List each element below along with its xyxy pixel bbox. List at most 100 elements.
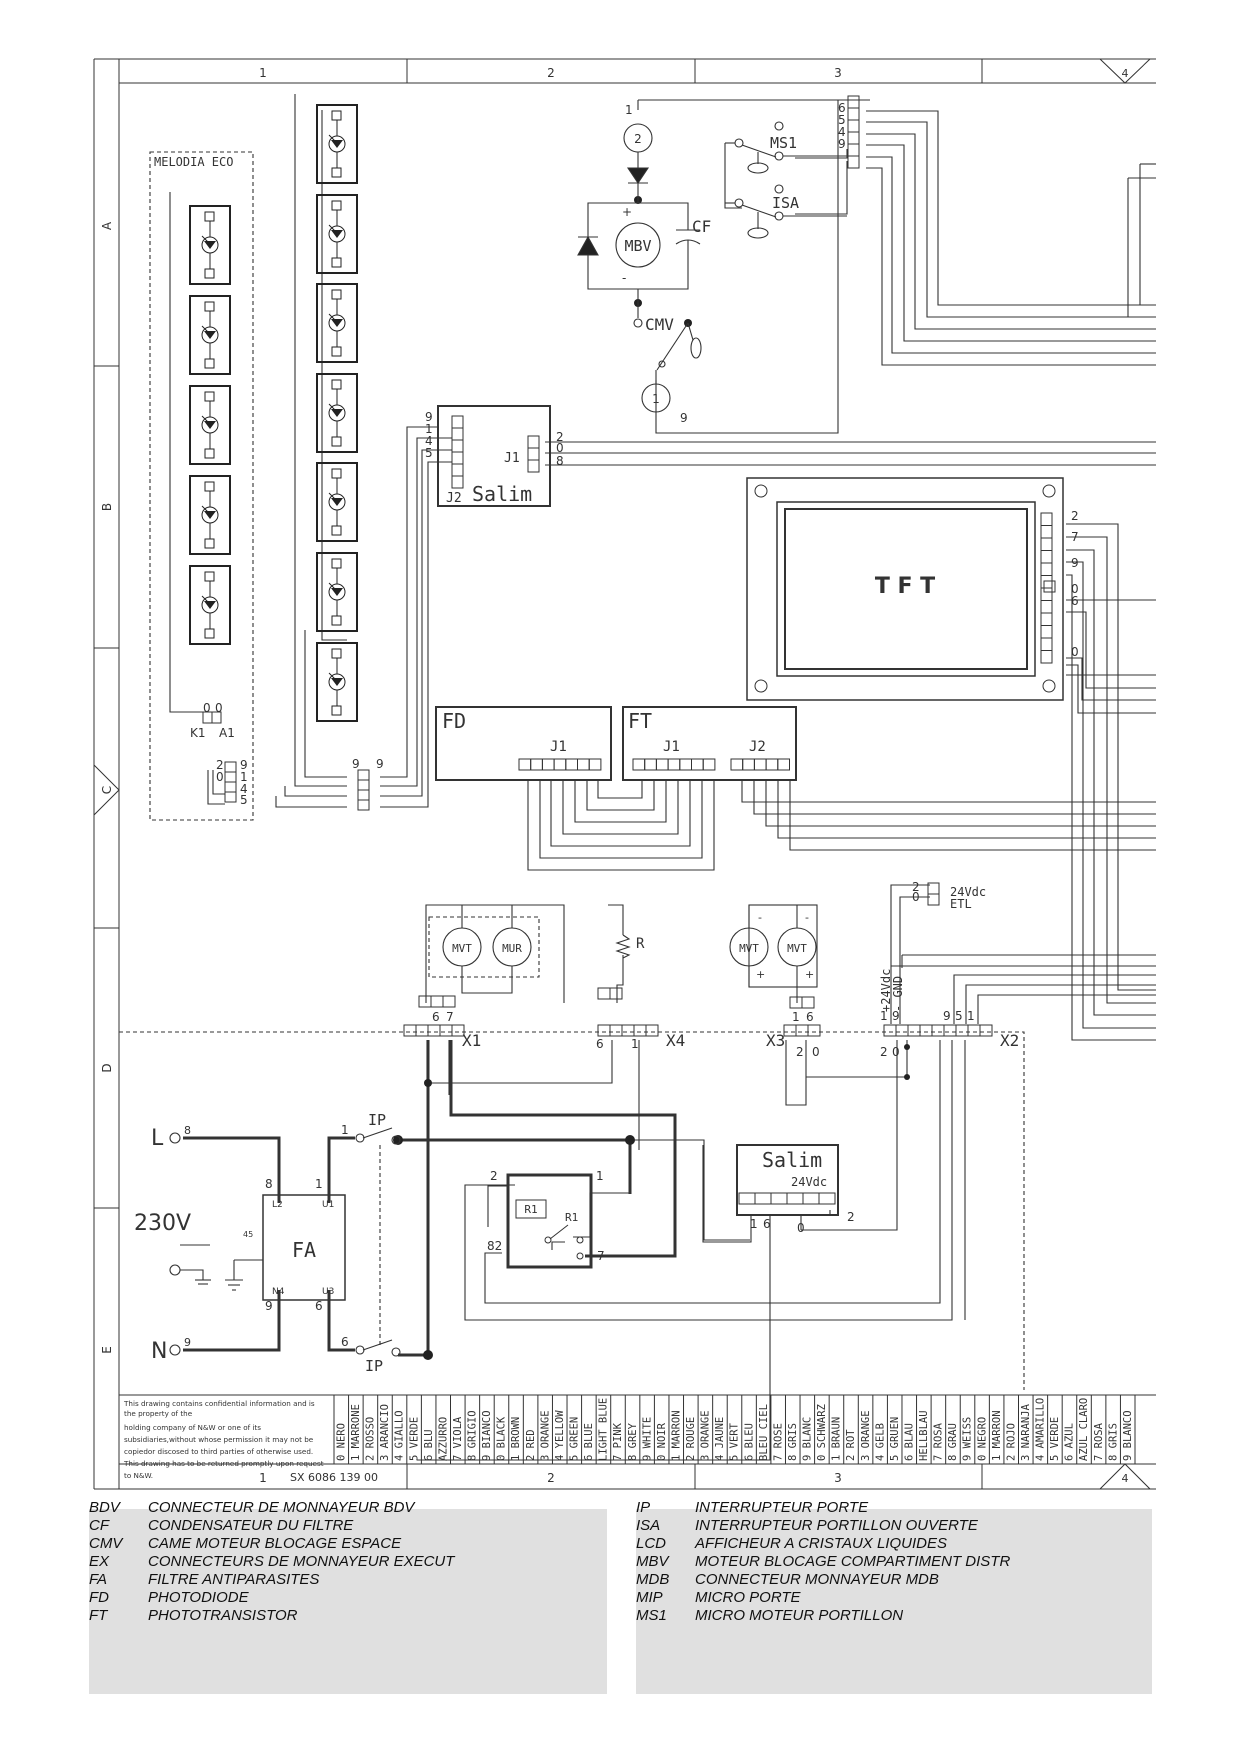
legend-description: MICRO MOTEUR PORTILLON xyxy=(695,1607,904,1624)
legend-code: FD xyxy=(89,1589,109,1606)
ft-j2-label: J2 xyxy=(749,739,766,755)
svg-text:8: 8 xyxy=(265,1177,273,1191)
color-code: 2 ROT xyxy=(845,1429,857,1461)
legend-code: MS1 xyxy=(636,1607,667,1624)
legend-code: BDV xyxy=(89,1499,120,1516)
column-label: 4 xyxy=(1122,1472,1129,1485)
fd-board: FD J1 xyxy=(435,706,612,781)
svg-text:9: 9 xyxy=(425,410,433,424)
etl-label: ETL xyxy=(950,897,972,911)
led-module xyxy=(189,385,231,465)
tft-display: T F T xyxy=(746,477,1064,701)
color-code: 3 ORANGE xyxy=(860,1410,872,1461)
color-code: 2 ROUGE xyxy=(685,1417,697,1461)
melodia-eco-enclosure xyxy=(149,151,254,821)
mvt-label: MVT xyxy=(787,942,807,955)
motor-circles xyxy=(442,905,817,1003)
svg-text:5: 5 xyxy=(838,113,846,127)
color-code: 7 PINK xyxy=(612,1422,624,1461)
color-code: 0 NEGRO xyxy=(976,1417,988,1461)
cmv-label: CMV xyxy=(645,315,674,334)
color-code: 0 NERO xyxy=(335,1423,347,1461)
color-code: 7 VIOLA xyxy=(452,1416,464,1461)
svg-text:-: - xyxy=(622,271,626,285)
ip-top-label: IP xyxy=(368,1111,386,1129)
svg-text:2: 2 xyxy=(880,1045,888,1059)
x2-label: X2 xyxy=(1000,1031,1019,1050)
color-code: 5 VERT xyxy=(729,1422,741,1461)
plus-24v-label: +24Vdc xyxy=(879,969,893,1012)
color-code: 4 AMARILLO xyxy=(1035,1398,1047,1461)
color-code: BLEU CIEL xyxy=(758,1404,770,1461)
legend-description: CAME MOTEUR BLOCAGE ESPACE xyxy=(148,1535,402,1552)
color-code: 7 ROSE xyxy=(772,1423,784,1461)
color-code: 6 BLAU xyxy=(903,1423,915,1461)
svg-text:0: 0 xyxy=(812,1045,820,1059)
legend-description: CONNECTEURS DE MONNAYEUR EXECUT xyxy=(148,1553,455,1570)
ft-board: FT J1 J2 xyxy=(622,706,797,781)
confidential-notice: This drawing contains confidential infor… xyxy=(123,1399,324,1480)
svg-text:0: 0 xyxy=(215,701,223,715)
grid-labels: 1 2 3 4 1 2 3 4 A B C D E xyxy=(100,66,1129,1485)
color-code: 0 BLACK xyxy=(496,1416,508,1461)
column-label: 1 xyxy=(259,1471,267,1485)
drawing-number: SX 6086 139 00 xyxy=(290,1471,378,1484)
svg-text:2: 2 xyxy=(216,758,224,772)
svg-text:1: 1 xyxy=(792,1010,800,1024)
svg-text:-: - xyxy=(805,911,809,924)
svg-text:1: 1 xyxy=(631,1037,639,1051)
color-code: 4 GELB xyxy=(874,1423,886,1461)
fd-label: FD xyxy=(442,709,466,733)
color-code: 6 BLU xyxy=(423,1429,435,1461)
legend-description: CONNECTEUR DE MONNAYEUR BDV xyxy=(148,1499,415,1516)
color-code: 6 BLUE xyxy=(583,1423,595,1461)
legend-code: CMV xyxy=(89,1535,123,1552)
svg-text:0: 0 xyxy=(203,701,211,715)
svg-text:5: 5 xyxy=(955,1009,963,1023)
svg-text:9: 9 xyxy=(352,757,360,771)
column-label: 3 xyxy=(834,66,842,80)
drawing-frame xyxy=(93,58,1156,1490)
notice-line: to N&W. xyxy=(124,1471,153,1480)
j2-label: J2 xyxy=(446,491,462,506)
x1-label: X1 xyxy=(462,1031,481,1050)
column-label: 2 xyxy=(547,66,555,80)
svg-text:6: 6 xyxy=(341,1335,349,1349)
r1-contact-label: R1 xyxy=(565,1211,578,1224)
salim-24v-supply: Salim 24Vdc xyxy=(736,1144,839,1216)
svg-text:9: 9 xyxy=(240,758,248,772)
ip-bottom-label: IP xyxy=(365,1357,383,1375)
svg-text:2: 2 xyxy=(847,1210,855,1224)
legend-description: CONNECTEUR MONNAYEUR MDB xyxy=(695,1571,939,1588)
legend-description: INTERRUPTEUR PORTE xyxy=(695,1499,869,1516)
circuit-lines xyxy=(119,94,1156,1461)
svg-text:+: + xyxy=(756,968,765,981)
color-code: 3 ORANGE xyxy=(700,1410,712,1461)
r-label: R xyxy=(636,936,645,952)
legend-description: AFFICHEUR A CRISTAUX LIQUIDES xyxy=(695,1535,947,1552)
led-module xyxy=(189,565,231,645)
row-label: C xyxy=(100,786,114,794)
ms1-isa-switches xyxy=(725,121,847,239)
cf-label: CF xyxy=(692,217,711,236)
svg-text:2: 2 xyxy=(490,1169,498,1183)
led-module xyxy=(316,283,358,363)
x4-label: X4 xyxy=(666,1031,685,1050)
connector-pin-blocks xyxy=(202,95,1056,1205)
svg-text:1: 1 xyxy=(880,1009,888,1023)
svg-text:1: 1 xyxy=(967,1009,975,1023)
svg-text:1: 1 xyxy=(652,392,660,406)
color-code: 8 GRIS xyxy=(1107,1423,1119,1461)
svg-text:8: 8 xyxy=(184,1124,191,1137)
ft-j1-label: J1 xyxy=(663,739,680,755)
fa-label: FA xyxy=(292,1238,316,1262)
color-code: 2 ROJO xyxy=(1005,1423,1017,1461)
column-label: 1 xyxy=(259,66,267,80)
svg-text:+: + xyxy=(805,968,814,981)
color-code: 6 BLEU xyxy=(743,1423,755,1461)
notice-line: holding company of N&W or one of its xyxy=(124,1423,261,1432)
mvt-label: MVT xyxy=(452,942,472,955)
notice-line: This drawing has to be returned promptly… xyxy=(123,1459,324,1468)
svg-text:2: 2 xyxy=(1071,509,1079,523)
